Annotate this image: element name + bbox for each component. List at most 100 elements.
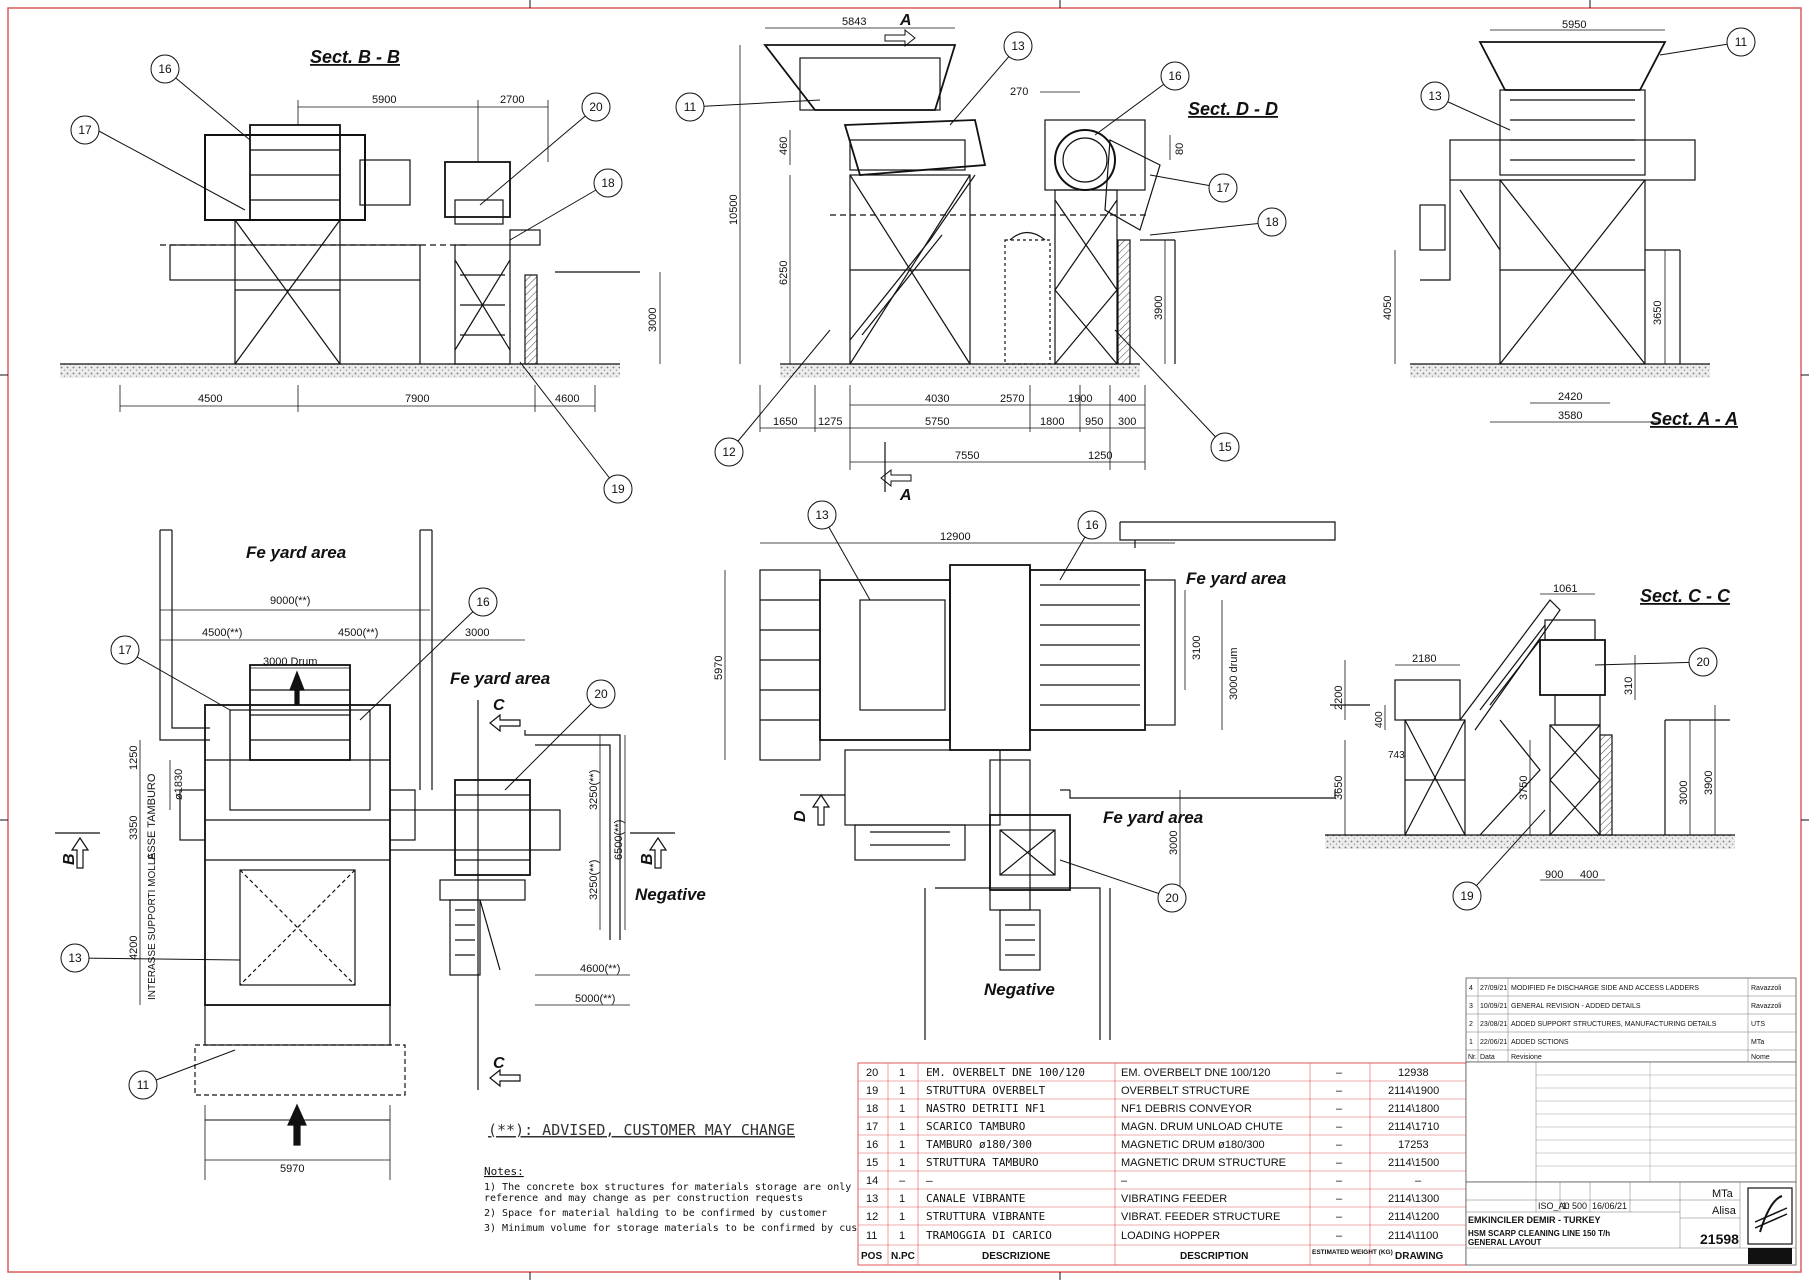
- bom-cell: MAGN. DRUM UNLOAD CHUTE: [1121, 1121, 1283, 1133]
- bom-cell: NF1 DEBRIS CONVEYOR: [1121, 1103, 1252, 1115]
- bom-cell: 11: [866, 1230, 877, 1242]
- bom-cell: –: [1336, 1067, 1343, 1079]
- bom-cell: –: [1336, 1103, 1343, 1115]
- bom-cell: 15: [866, 1157, 878, 1169]
- bom-cell: VIBRATING FEEDER: [1121, 1193, 1227, 1205]
- bom-cell: 1: [899, 1067, 905, 1079]
- bom-cell: 2114\1200: [1388, 1211, 1439, 1223]
- area-label-fe-yard: Fe yard area: [246, 543, 346, 562]
- plan-middle-view: Fe yard area Fe yard area Negative: [713, 521, 1336, 1040]
- bom-cell: TAMBURO ø180/300: [926, 1138, 1032, 1151]
- bom-header: DRAWING: [1395, 1251, 1444, 1262]
- dim-label: 5000(**): [575, 993, 615, 1005]
- title-client: EMKINCILER DEMIR - TURKEY: [1468, 1215, 1601, 1225]
- dim-label: 4050: [1382, 296, 1394, 320]
- balloon-18: 18: [1265, 215, 1279, 229]
- bom-cell: –: [1336, 1121, 1343, 1133]
- bom-header: POS: [861, 1251, 882, 1262]
- balloon-11: 11: [684, 100, 697, 114]
- bom-cell: –: [1121, 1175, 1128, 1187]
- dim-label: 3000: [465, 627, 489, 639]
- dim-label: 10500: [728, 194, 740, 225]
- bom-cell: STRUTTURA VIBRANTE: [926, 1210, 1045, 1223]
- bom-cell: –: [1336, 1211, 1343, 1223]
- bom-cell: STRUTTURA OVERBELT: [926, 1084, 1046, 1097]
- area-label-fe-yard: Fe yard area: [1186, 569, 1286, 588]
- balloon-16: 16: [476, 595, 490, 609]
- dim-label: 5970: [713, 656, 725, 680]
- dim-label: 5843: [842, 16, 866, 28]
- notes-title: Notes:: [484, 1165, 524, 1178]
- dim-label: 3650: [1652, 301, 1664, 325]
- bom-cell: OVERBELT STRUCTURE: [1121, 1085, 1250, 1097]
- dim-label: 5950: [1562, 19, 1586, 31]
- balloon-11: 11: [1735, 35, 1748, 49]
- bom-cell: 2114\1900: [1388, 1085, 1439, 1097]
- dim-label: 1250: [128, 746, 140, 770]
- cut-mark-a-top: A: [899, 12, 912, 29]
- rev-header: Revisione: [1511, 1054, 1542, 1061]
- bom-cell: 13: [866, 1193, 878, 1205]
- dim-label: 2570: [1000, 393, 1024, 405]
- note-line: 1) The concrete box structures for mater…: [484, 1182, 875, 1193]
- rev-cell: 2: [1469, 1021, 1473, 1028]
- bom-cell: 1: [899, 1139, 905, 1151]
- bom-cell: 17253: [1398, 1139, 1429, 1151]
- area-label-negative: Negative: [635, 885, 706, 904]
- bom-cell: 1: [899, 1211, 905, 1223]
- bom-cell: –: [899, 1175, 906, 1187]
- dim-label: 2420: [1558, 391, 1582, 403]
- dim-label: 3000 drum: [1228, 647, 1240, 700]
- balloon-17: 17: [118, 643, 132, 657]
- dims-plan-mid: [724, 542, 1223, 890]
- bom-cell: VIBRAT. FEEDER STRUCTURE: [1121, 1211, 1280, 1223]
- balloon-13: 13: [1428, 89, 1442, 103]
- area-label-fe-yard: Fe yard area: [1103, 808, 1203, 827]
- dim-label: 3000 Drum: [263, 656, 317, 668]
- balloon-16: 16: [1085, 518, 1099, 532]
- dim-label: 270: [1010, 86, 1028, 98]
- dim-label: 460: [778, 137, 790, 155]
- dim-label: 1250: [1088, 450, 1112, 462]
- section-aa-view: Sect. A - A 5950 4050 3650 2420 3580: [1382, 19, 1738, 429]
- bom-header: ESTIMATED WEIGHT (KG): [1312, 1249, 1393, 1256]
- bom-cell: 2114\1300: [1388, 1193, 1439, 1205]
- notes-block: (**): ADVISED, CUSTOMER MAY CHANGE Notes…: [484, 1121, 887, 1234]
- dim-label: 4200: [128, 936, 140, 960]
- balloon-17: 17: [78, 123, 92, 137]
- bom-cell: 2114\1800: [1388, 1103, 1439, 1115]
- bom-cell: 1: [899, 1121, 905, 1133]
- dim-label: 4030: [925, 393, 949, 405]
- dim-label: 400: [1580, 869, 1598, 881]
- dims-dd: [739, 27, 1171, 470]
- balloon-20: 20: [1165, 891, 1179, 905]
- dim-label: 4600: [555, 393, 579, 405]
- rev-header: Nome: [1751, 1054, 1770, 1061]
- bom-cell: 12: [866, 1211, 878, 1223]
- dim-label: 2200: [1333, 686, 1345, 710]
- dim-label: 7550: [955, 450, 979, 462]
- bom-cell: EM. OVERBELT DNE 100/120: [1121, 1067, 1270, 1079]
- balloon-20: 20: [1696, 655, 1710, 669]
- dim-label: 9000(**): [270, 595, 310, 607]
- balloon-20: 20: [594, 687, 608, 701]
- note-line: 3) Minimum volume for storage materials …: [484, 1223, 887, 1234]
- bom-cell: 1: [899, 1085, 905, 1097]
- section-dd-title: Sect. D - D: [1188, 99, 1278, 119]
- bom-cell: TRAMOGGIA DI CARICO: [926, 1229, 1052, 1242]
- dim-label: 3900: [1703, 771, 1715, 795]
- balloon-13: 13: [1011, 39, 1025, 53]
- ground-strip: [1410, 364, 1710, 378]
- dim-label: 3750: [1518, 776, 1530, 800]
- dim-label: 3000: [647, 308, 659, 332]
- dim-label: 4600(**): [580, 963, 620, 975]
- dim-label: 4500: [198, 393, 222, 405]
- dim-label: 3250(**): [588, 860, 600, 900]
- section-cc-title: Sect. C - C: [1640, 586, 1731, 606]
- balloons: 16 17 20 18 19 11 13 16 17 18 12 15 11 1…: [60, 27, 1756, 1100]
- dim-label: 3900: [1153, 296, 1165, 320]
- cut-mark-c-bottom: C: [493, 1055, 505, 1072]
- bom-cell: –: [1336, 1157, 1343, 1169]
- bom-cell: LOADING HOPPER: [1121, 1230, 1220, 1242]
- title-date: 16/06/21: [1592, 1201, 1627, 1211]
